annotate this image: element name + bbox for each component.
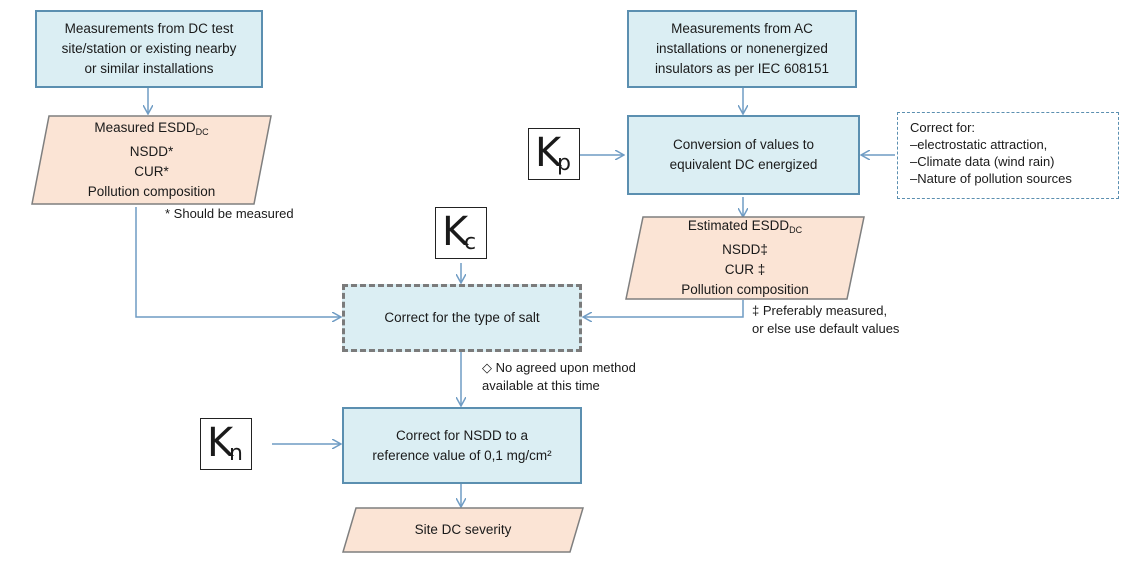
- estimated-esdd-subscript: DC: [789, 225, 803, 235]
- severity-label: Site DC severity: [414, 522, 512, 537]
- measured-esdd-line: Measured ESDDDC: [94, 118, 208, 142]
- correct-for-item-3: –Nature of pollution sources: [910, 171, 1072, 186]
- conversion-line-1: Conversion of values to: [672, 137, 815, 152]
- correct-for-title: Correct for:: [910, 120, 976, 135]
- measured-data-shape: [31, 115, 272, 205]
- dc-measurements-box: Measurements from DC test site/station o…: [35, 10, 263, 88]
- estimated-nsdd: NSDD‡: [722, 242, 768, 257]
- ac-source-line-2: installations or nonenergized: [656, 41, 828, 56]
- estimated-data-shape: [625, 216, 865, 300]
- conversion-line-2: equivalent DC energized: [669, 157, 818, 172]
- estimated-esdd-line: Estimated ESDDDC: [688, 216, 802, 240]
- dc-source-line-1: Measurements from DC test: [64, 21, 234, 36]
- no-method-note: ◇ No agreed upon method available at thi…: [482, 359, 636, 395]
- estimated-cur: CUR ‡: [724, 262, 766, 277]
- no-method-line-1: ◇ No agreed upon method: [482, 360, 636, 375]
- kc-subscript: c: [464, 230, 477, 255]
- measured-pollution: Pollution composition: [87, 184, 216, 199]
- estimated-data-parallelogram: Estimated ESDDDC NSDD‡ CUR ‡ Pollution c…: [625, 216, 865, 300]
- nsdd-correction-line-1: Correct for NSDD to a: [395, 427, 529, 443]
- severity-parallelogram: Site DC severity: [342, 507, 584, 553]
- severity-shape: [342, 507, 584, 553]
- kc-letter: K: [442, 209, 469, 255]
- ac-source-line-1: Measurements from AC: [671, 21, 813, 36]
- nsdd-correction-box: Correct for NSDD to a reference value of…: [342, 407, 582, 484]
- salt-correction-box: Correct for the type of salt: [342, 284, 582, 352]
- kn-factor-box: K n: [200, 418, 252, 470]
- estimated-esdd-label: Estimated ESDD: [687, 218, 790, 233]
- kn-subscript: n: [229, 441, 243, 466]
- measured-nsdd: NSDD*: [129, 144, 174, 159]
- measured-cur: CUR*: [134, 164, 169, 179]
- correct-for-item-2: –Climate data (wind rain): [910, 154, 1055, 169]
- nsdd-correction-line-2: reference value of 0,1 mg/cm²: [372, 447, 552, 463]
- measured-data-parallelogram: Measured ESDDDC NSDD* CUR* Pollution com…: [31, 115, 272, 205]
- conversion-box: Conversion of values to equivalent DC en…: [627, 115, 860, 195]
- kp-letter: K: [535, 130, 562, 176]
- measured-esdd-subscript: DC: [195, 127, 209, 137]
- dc-source-line-2: site/station or existing nearby: [61, 41, 237, 56]
- arrow-measured-to-salt: [135, 207, 340, 317]
- arrow-estimated-to-salt: [584, 300, 744, 317]
- correct-for-note: Correct for: –electrostatic attraction, …: [897, 112, 1119, 199]
- ac-measurements-box: Measurements from AC installations or no…: [627, 10, 857, 88]
- ac-source-line-3: insulators as per IEC 608151: [654, 61, 830, 76]
- dc-source-line-3: or similar installations: [84, 61, 214, 76]
- measured-esdd-label: Measured ESDD: [94, 120, 196, 135]
- correct-for-item-1: –electrostatic attraction,: [910, 137, 1048, 152]
- preferably-line-1: ‡ Preferably measured,: [752, 303, 888, 318]
- kc-factor-box: K c: [435, 207, 487, 259]
- kp-factor-box: K p: [528, 128, 580, 180]
- no-method-line-2: available at this time: [482, 378, 600, 393]
- kp-subscript: p: [557, 151, 571, 176]
- should-be-measured-note: * Should be measured: [165, 206, 294, 221]
- kn-letter: K: [207, 420, 234, 466]
- preferably-measured-note: ‡ Preferably measured, or else use defau…: [752, 302, 899, 338]
- salt-correction-label: Correct for the type of salt: [384, 310, 540, 325]
- estimated-pollution: Pollution composition: [681, 282, 809, 297]
- preferably-line-2: or else use default values: [752, 321, 900, 336]
